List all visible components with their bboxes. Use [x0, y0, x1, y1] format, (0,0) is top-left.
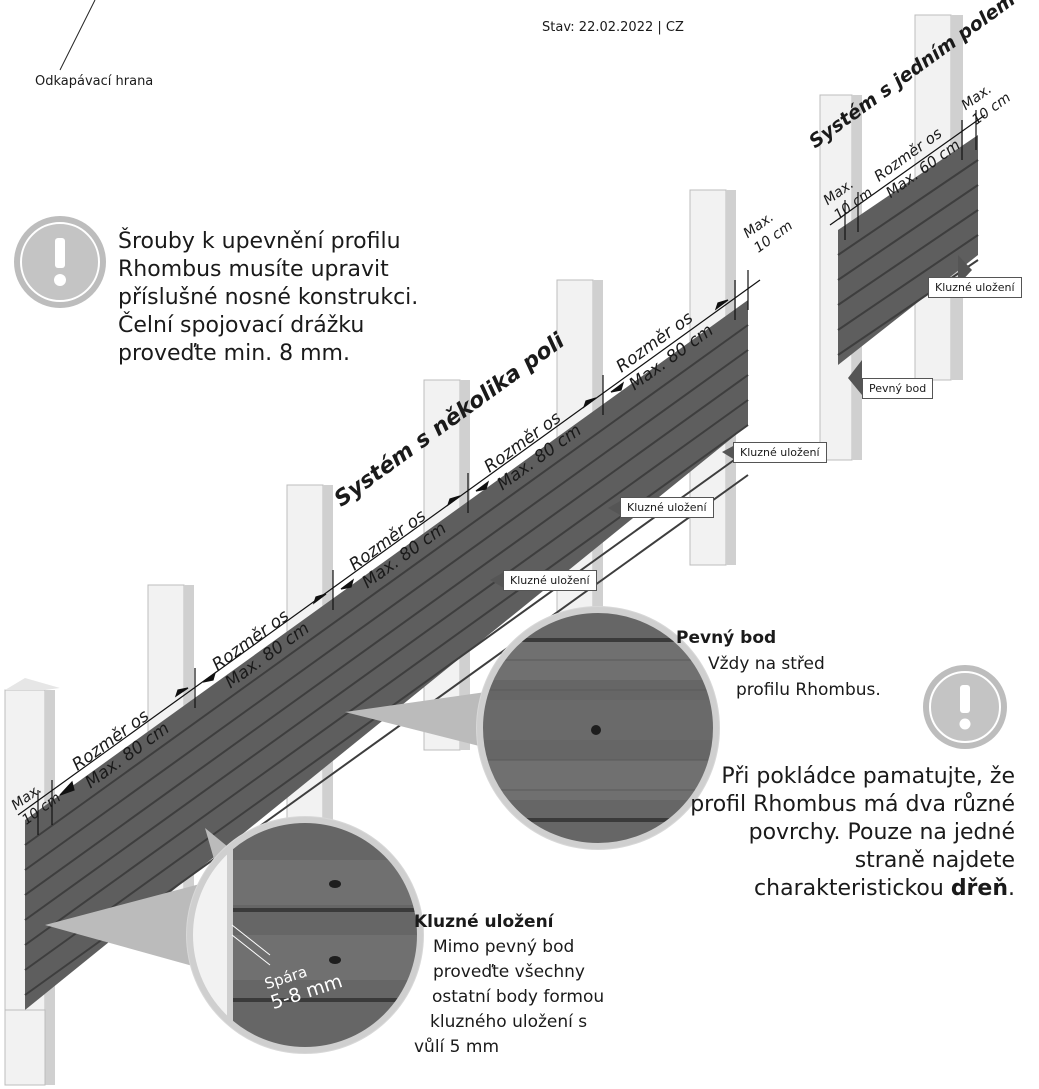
fixed-point-pointer	[345, 690, 500, 750]
date-stamp: Stav: 22.02.2022 | CZ	[542, 20, 684, 35]
sliding-pointer-left	[45, 880, 225, 975]
warning-text-right: Při pokládce pamatujte, že profil Rhombu…	[690, 763, 1015, 903]
warning-text-left: Šrouby k upevnění profilu Rhombus musíte…	[118, 229, 419, 366]
tag-arrow	[722, 445, 735, 460]
sliding-bearing-tag: Kluzné uložení	[928, 277, 1022, 298]
drip-edge-label: Odkapávací hrana	[35, 74, 154, 89]
fixed-point-line2: profilu Rhombus.	[736, 680, 881, 700]
sliding-bearing-title: Kluzné uložení	[414, 912, 554, 932]
single-field-dimension-line	[829, 110, 986, 240]
tag-arrow	[490, 572, 504, 588]
post-1-front	[4, 1009, 46, 1086]
fixed-point-line1: Vždy na střed	[708, 654, 825, 674]
warning-text-right-bold: dřeň	[950, 876, 1008, 901]
sliding-bearing-line2: proveďte všechny	[433, 962, 585, 982]
sliding-bearing-line3: ostatní body formou	[432, 987, 605, 1007]
warning-text-right-end: .	[1008, 876, 1015, 901]
tag-arrow	[608, 500, 622, 516]
drip-edge-leader	[59, 0, 96, 71]
single-field-boards	[837, 135, 979, 365]
fixed-point-tag: Pevný bod	[862, 378, 934, 399]
warning-text-right-main: Při pokládce pamatujte, že profil Rhombu…	[690, 764, 1015, 901]
sliding-bearing-tag: Kluzné uložení	[503, 570, 597, 591]
exclamation-icon	[923, 665, 1007, 749]
sliding-bearing-tag: Kluzné uložení	[733, 442, 827, 463]
sliding-bearing-tag: Kluzné uložení	[620, 497, 714, 518]
sliding-bearing-line4: kluzného uložení s	[430, 1012, 588, 1032]
sliding-bearing-line5: vůlí 5 mm	[414, 1037, 500, 1057]
multi-field-dimension-line	[17, 270, 761, 835]
sliding-bearing-detail-circle	[186, 816, 424, 1054]
tag-arrow	[848, 360, 862, 395]
exclamation-icon	[14, 216, 106, 308]
sliding-bearing-line1: Mimo pevný bod	[433, 937, 575, 957]
fixed-point-detail-circle	[476, 606, 720, 850]
fixed-point-title: Pevný bod	[676, 628, 777, 648]
